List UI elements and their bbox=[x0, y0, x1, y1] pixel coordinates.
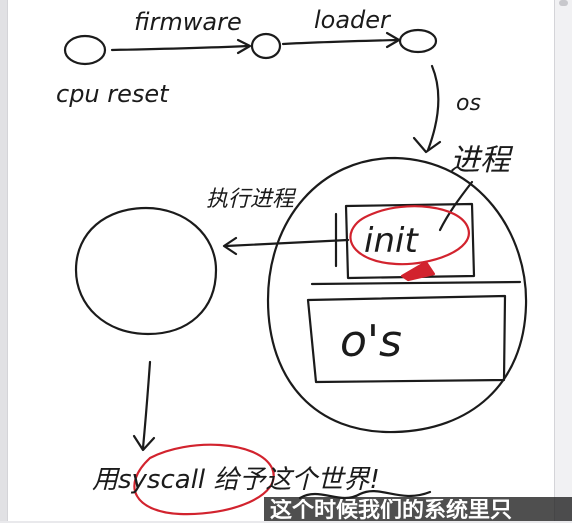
label-syscall-line: 用syscall 给予这个世界! bbox=[92, 465, 380, 495]
arrow-to-syscall bbox=[141, 360, 152, 450]
os-kernel-box bbox=[306, 294, 507, 384]
label-execute-process: 执行进程 bbox=[206, 187, 297, 212]
scrollbar-track[interactable] bbox=[555, 0, 572, 521]
os-box-divider bbox=[310, 280, 522, 286]
arrow-loader-to-os bbox=[426, 64, 440, 152]
arrow-cpu-to-firmware-head bbox=[236, 38, 252, 55]
loader-node bbox=[398, 28, 438, 54]
label-process: 进程 bbox=[450, 143, 514, 178]
firmware-node bbox=[250, 32, 282, 60]
subtitle-bar bbox=[264, 497, 572, 521]
arrow-loader-to-os-head bbox=[412, 136, 442, 154]
process-circle bbox=[74, 206, 218, 336]
os-memory-circle bbox=[266, 156, 528, 434]
label-cpu-reset: cpu reset bbox=[56, 80, 170, 108]
arrow-firmware-to-loader bbox=[281, 38, 399, 46]
page-background-left bbox=[0, 0, 7, 521]
label-os-arrow: os bbox=[456, 91, 481, 116]
init-process-box bbox=[344, 202, 476, 280]
video-subtitle: 这个时候我们的系统里只 bbox=[270, 499, 513, 523]
cpu-reset-node bbox=[63, 34, 107, 66]
syscall-highlight-circle bbox=[133, 443, 275, 516]
init-red-pointer bbox=[400, 260, 436, 282]
label-os-box: o's bbox=[340, 316, 402, 367]
arrow-exec-process-head bbox=[222, 236, 238, 256]
init-highlight-circle bbox=[349, 205, 470, 266]
label-loader: loader bbox=[314, 6, 392, 34]
arrow-process-to-init bbox=[438, 180, 474, 232]
label-firmware: firmware bbox=[134, 8, 242, 36]
arrow-cpu-to-firmware bbox=[110, 44, 250, 52]
whiteboard-canvas bbox=[7, 0, 555, 521]
arrow-exec-process bbox=[224, 238, 350, 248]
label-init: init bbox=[364, 221, 419, 261]
scrollbar-thumb[interactable] bbox=[559, 0, 568, 6]
wave-underline bbox=[298, 490, 432, 500]
arrow-to-syscall-head bbox=[132, 434, 156, 452]
